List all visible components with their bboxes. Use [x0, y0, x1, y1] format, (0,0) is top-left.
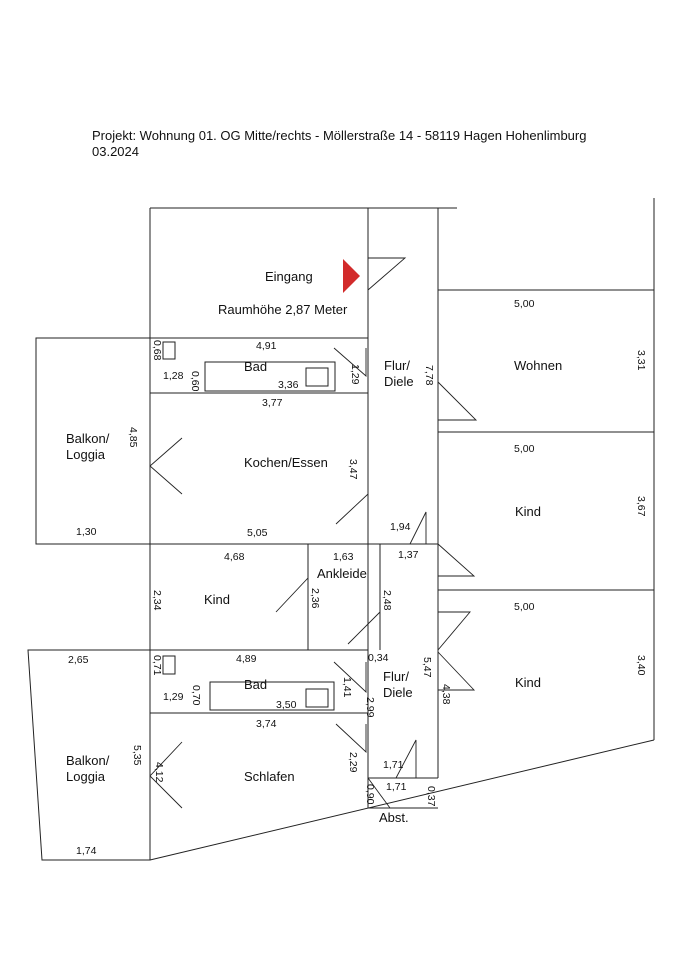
- dim-kind-bottom-width: 5,00: [514, 601, 535, 613]
- dim-0-90: 0,90: [364, 784, 376, 805]
- dim-0-60: 0,60: [189, 371, 201, 392]
- label-raumhoehe: Raumhöhe 2,87 Meter: [218, 302, 348, 317]
- dim-kochen-3-47: 3,47: [347, 459, 359, 480]
- dim-balkon-bot-width: 2,65: [68, 654, 89, 666]
- dim-flur-5-47: 5,47: [421, 657, 433, 678]
- dimensions: 5,00 4,91 1,28 3,36 3,77 5,00 1,30 5,05 …: [68, 298, 535, 857]
- door-swings: [149, 257, 478, 809]
- dim-balkon-top-height: 4,85: [127, 427, 139, 448]
- dim-bad-bot-3-50: 3,50: [276, 699, 297, 711]
- dim-flur-7-78: 7,78: [423, 365, 435, 386]
- label-flur-bot-2: Diele: [383, 685, 413, 700]
- dim-balkon-top-width: 1,30: [76, 526, 97, 538]
- dim-wohnen-height: 3,31: [635, 350, 647, 371]
- dim-2-48: 2,48: [381, 590, 393, 611]
- dim-0-37: 0,37: [425, 786, 437, 807]
- label-balkon-top-2: Loggia: [66, 447, 106, 462]
- dim-2-29: 2,29: [347, 752, 359, 773]
- label-flur-bot-1: Flur/: [383, 669, 409, 684]
- dim-kind-mid-height: 2,34: [151, 590, 163, 611]
- dim-kind-mid-width: 4,68: [224, 551, 245, 563]
- dim-ankleide-width: 1,63: [333, 551, 354, 563]
- project-title: Projekt: Wohnung 01. OG Mitte/rechts - M…: [92, 128, 587, 143]
- dim-0-68: 0,68: [151, 340, 163, 361]
- dim-kind-top-width: 5,00: [514, 443, 535, 455]
- dimensions-vertical: 3,31 0,68 1,29 7,78 0,60 4,85 3,47 3,67 …: [127, 340, 647, 807]
- dim-schlafen-3-74: 3,74: [256, 718, 277, 730]
- label-schlafen: Schlafen: [244, 769, 295, 784]
- dim-ankleide-2-36: 2,36: [309, 588, 321, 609]
- plan-date: 03.2024: [92, 144, 139, 159]
- label-abst: Abst.: [379, 810, 409, 825]
- dim-2-99: 2,99: [364, 697, 376, 718]
- label-kind-mid: Kind: [204, 592, 230, 607]
- label-flur-top-1: Flur/: [384, 358, 410, 373]
- dim-kochen-3-77: 3,77: [262, 397, 283, 409]
- dim-bad-top-3-36: 3,36: [278, 379, 299, 391]
- label-ankleide: Ankleide: [317, 566, 367, 581]
- dim-4-38: 4,38: [440, 684, 452, 705]
- dim-wohnen-width: 5,00: [514, 298, 535, 310]
- dim-bad-top-1-28: 1,28: [163, 370, 184, 382]
- dim-0-34: 0,34: [368, 652, 389, 664]
- dim-1-71-a: 1,71: [383, 759, 404, 771]
- dim-flur-1-37: 1,37: [398, 549, 419, 561]
- dim-bad-bot-1-29: 1,29: [163, 691, 184, 703]
- label-wohnen: Wohnen: [514, 358, 562, 373]
- dim-balkon-bot-5-35: 5,35: [131, 745, 143, 766]
- dim-1-71-b: 1,71: [386, 781, 407, 793]
- label-balkon-bot-2: Loggia: [66, 769, 106, 784]
- dim-kochen-width: 5,05: [247, 527, 268, 539]
- label-flur-top-2: Diele: [384, 374, 414, 389]
- label-bad-top: Bad: [244, 359, 267, 374]
- dim-flur-1-94: 1,94: [390, 521, 411, 533]
- label-kind-right-top: Kind: [515, 504, 541, 519]
- label-kochen-essen: Kochen/Essen: [244, 455, 328, 470]
- dim-4-12: 4,12: [153, 762, 165, 783]
- label-kind-right-bottom: Kind: [515, 675, 541, 690]
- label-balkon-bot-1: Balkon/: [66, 753, 110, 768]
- plan-header: Projekt: Wohnung 01. OG Mitte/rechts - M…: [92, 128, 586, 160]
- label-bad-bottom: Bad: [244, 677, 267, 692]
- dim-bad-bot-width: 4,89: [236, 653, 257, 665]
- dim-0-71: 0,71: [151, 655, 163, 676]
- label-eingang: Eingang: [265, 269, 313, 284]
- dim-balkon-bot-1-74: 1,74: [76, 845, 97, 857]
- entrance-arrow-icon: [343, 259, 360, 293]
- dim-1-29-a: 1,29: [349, 364, 361, 385]
- label-balkon-top-1: Balkon/: [66, 431, 110, 446]
- dim-kind-bottom-height: 3,40: [635, 655, 647, 676]
- dim-bad-top-width: 4,91: [256, 340, 277, 352]
- dim-1-41: 1,41: [341, 677, 353, 698]
- dim-0-70: 0,70: [190, 685, 202, 706]
- walls: [27, 198, 655, 861]
- dim-kind-top-height: 3,67: [635, 496, 647, 517]
